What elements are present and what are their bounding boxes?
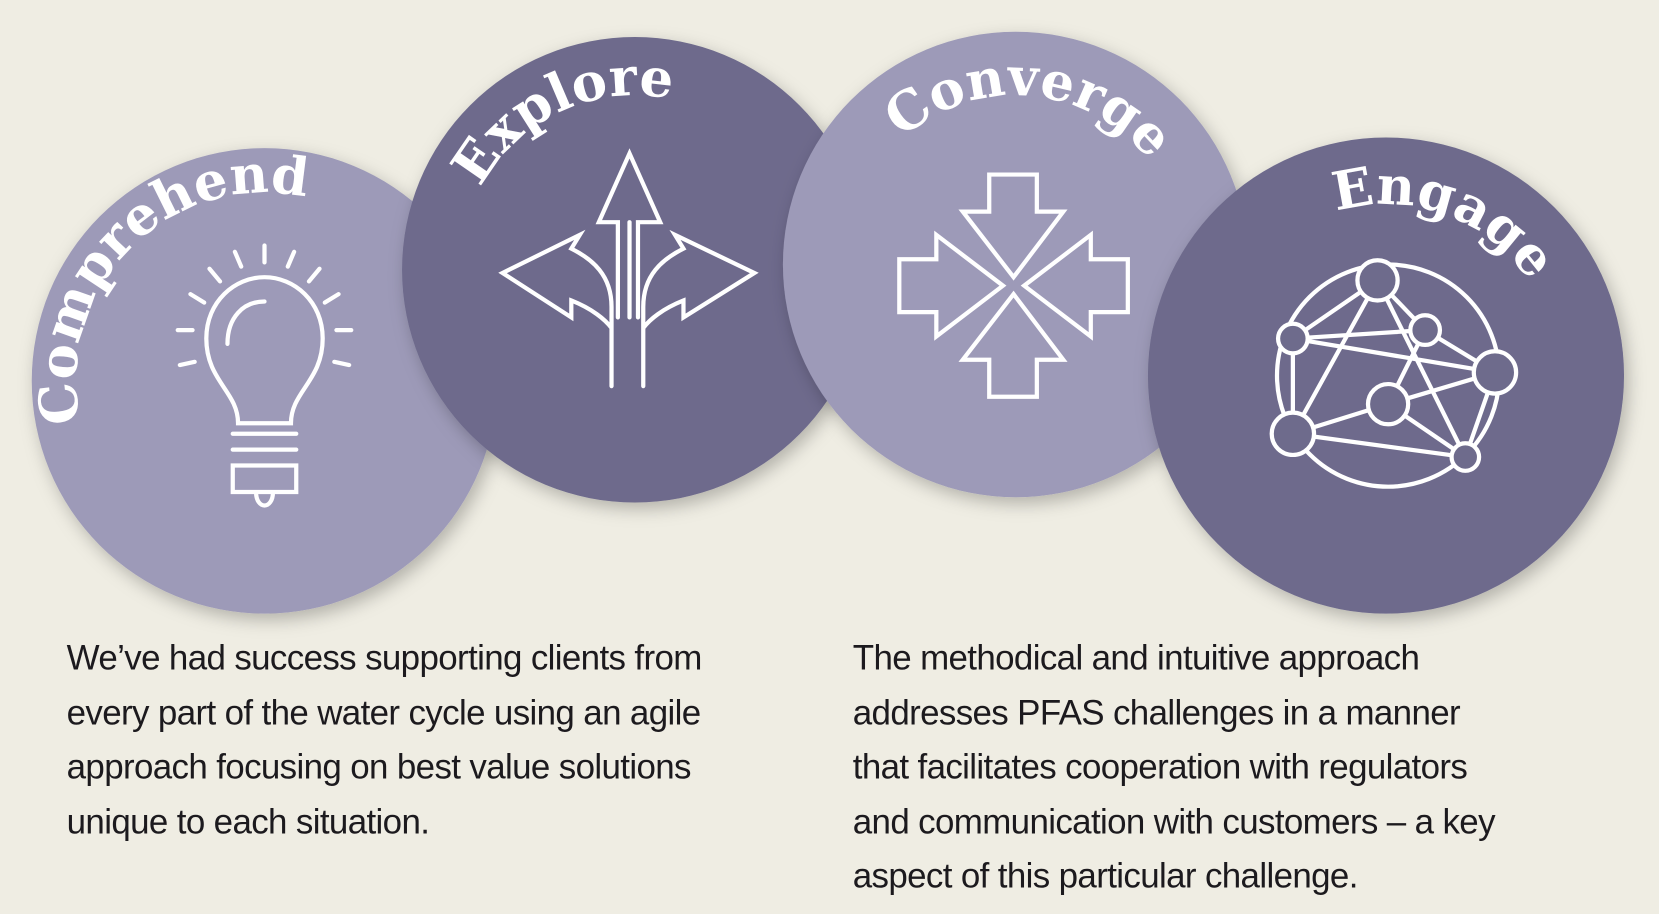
lightbulb-icon <box>175 243 354 508</box>
stage-comprehend: Comprehend <box>26 143 498 614</box>
converge-circle <box>782 31 1249 498</box>
engage-circle <box>1147 137 1625 614</box>
stage-engage: Engage <box>1147 137 1625 614</box>
left-line: approach focusing on best value solution… <box>66 746 692 787</box>
left-line: every part of the water cycle using an a… <box>66 692 701 732</box>
right-paragraph: The methodical and intuitive approach ad… <box>853 631 1636 903</box>
left-line: unique to each situation. <box>66 801 430 841</box>
comprehend-circle <box>31 148 498 614</box>
explore-circle <box>402 37 868 503</box>
right-line: that facilitates cooperation with regula… <box>852 746 1468 787</box>
network-globe-icon <box>1269 258 1519 489</box>
right-line: aspect of this particular challenge. <box>852 855 1359 896</box>
right-line: addresses PFAS challenges in a manner <box>852 692 1461 732</box>
diverging-arrows-icon <box>498 148 759 389</box>
converging-arrows-icon <box>897 172 1130 399</box>
right-line: The methodical and intuitive approach <box>852 637 1420 678</box>
left-line: We’ve had success supporting clients fro… <box>66 637 703 678</box>
right-line: and communication with customers – a key <box>852 801 1496 841</box>
stage-converge: Converge <box>782 31 1249 498</box>
left-paragraph: We’ve had success supporting clients fro… <box>67 631 829 849</box>
